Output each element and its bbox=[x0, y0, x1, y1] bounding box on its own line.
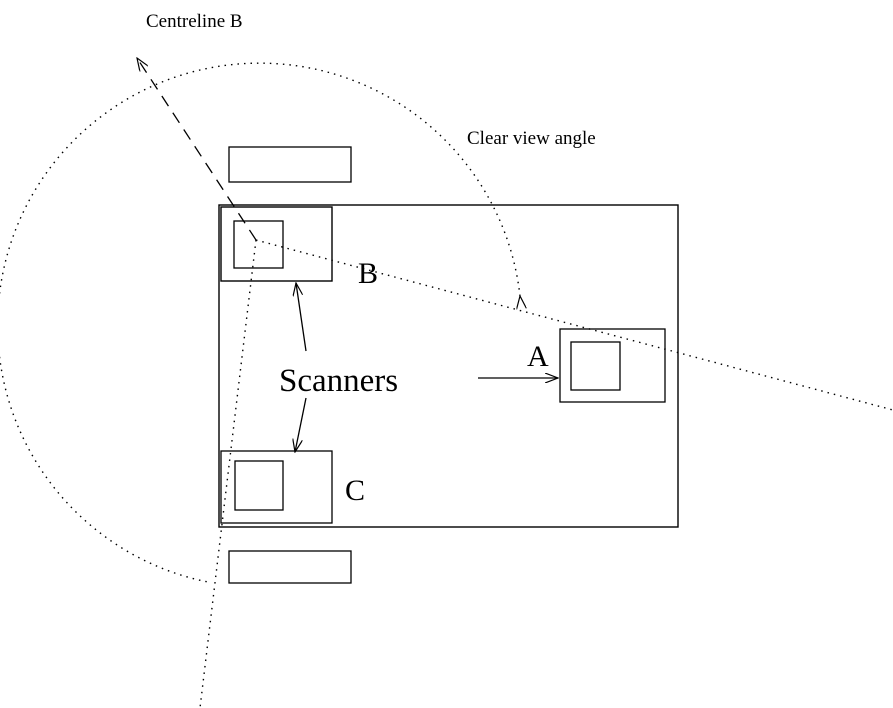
main-area bbox=[218, 204, 679, 528]
scanner-a bbox=[559, 328, 666, 403]
centreline-b-line bbox=[137, 58, 257, 241]
scanner-c-label: C bbox=[345, 474, 365, 507]
scanners-label: Scanners bbox=[279, 363, 398, 399]
arrow-to-c bbox=[295, 397, 307, 452]
lower-block bbox=[228, 550, 352, 584]
clear-view-arc bbox=[0, 62, 520, 583]
scanner-a-label: A bbox=[527, 340, 549, 373]
centreline-label: Centreline B bbox=[146, 11, 243, 32]
clear-view-label: Clear view angle bbox=[467, 128, 596, 149]
scanner-b bbox=[220, 206, 333, 282]
upper-block bbox=[228, 146, 352, 183]
view-line-down bbox=[199, 239, 257, 708]
scanner-c bbox=[220, 450, 333, 524]
scanner-b-label: B bbox=[358, 257, 378, 290]
arrow-to-b bbox=[296, 283, 307, 352]
